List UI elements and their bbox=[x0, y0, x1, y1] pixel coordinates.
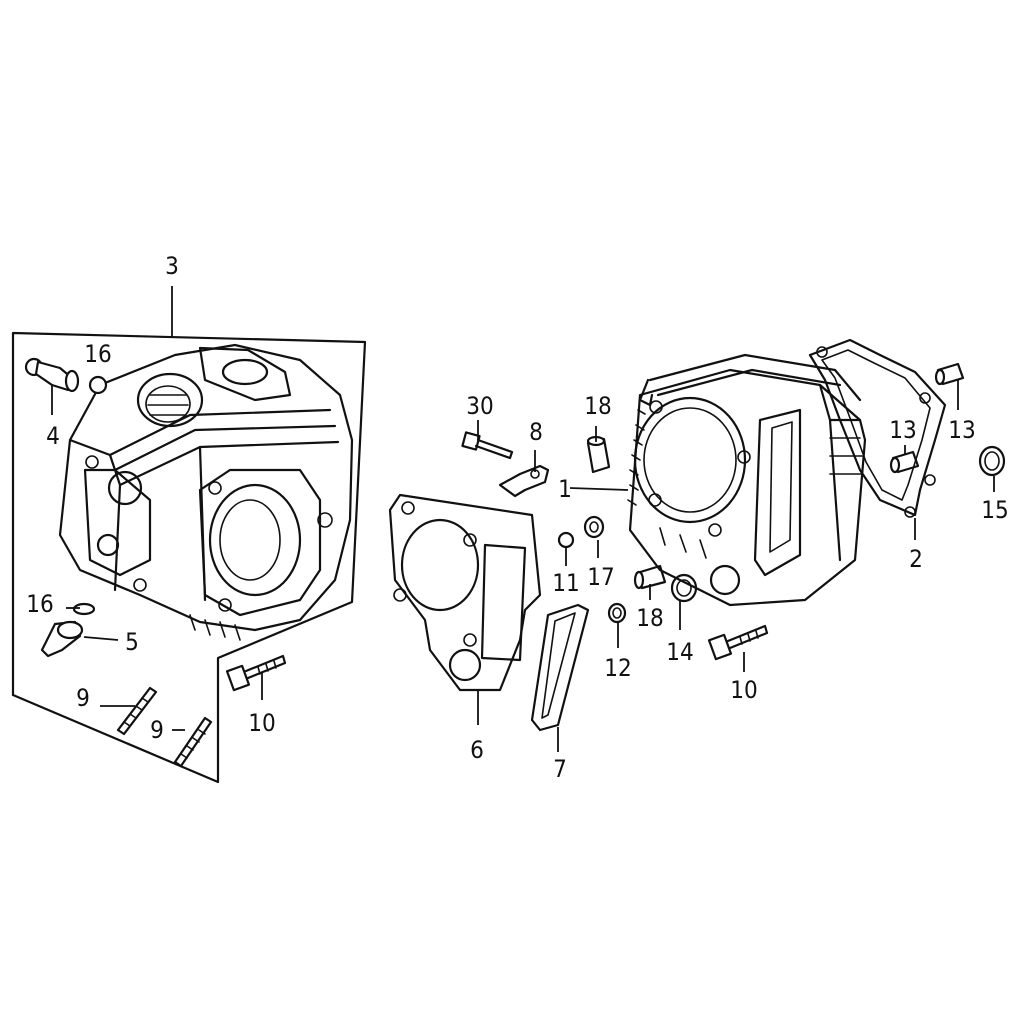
callout-30: 30 bbox=[466, 392, 493, 420]
callout-1: 1 bbox=[558, 475, 572, 503]
callout-18-lower: 18 bbox=[636, 604, 663, 632]
leader-lines bbox=[51, 286, 995, 752]
callout-14: 14 bbox=[666, 638, 693, 666]
cylinder-block bbox=[627, 353, 867, 607]
part-9-studs bbox=[116, 686, 213, 768]
head-assembly-frame bbox=[11, 331, 367, 784]
callout-8: 8 bbox=[529, 418, 543, 446]
callout-18-upper: 18 bbox=[584, 392, 611, 420]
part-5-fitting bbox=[40, 602, 96, 658]
part-4-fitting bbox=[24, 357, 108, 395]
part-30-bolt bbox=[461, 431, 514, 460]
callout-labels: 3 16 4 16 5 9 9 10 30 8 18 1 11 17 18 12… bbox=[26, 252, 1008, 783]
callout-11: 11 bbox=[552, 569, 579, 597]
callout-12: 12 bbox=[604, 654, 631, 682]
part-2-base-gasket bbox=[808, 338, 947, 518]
callout-17: 17 bbox=[587, 563, 614, 591]
callout-2: 2 bbox=[909, 545, 923, 573]
part-10-bolts bbox=[225, 624, 769, 692]
callout-13-right: 13 bbox=[948, 416, 975, 444]
part-7-gasket bbox=[530, 603, 590, 732]
part-13-dowels bbox=[889, 362, 965, 474]
callout-10-right: 10 bbox=[730, 676, 757, 704]
callout-7: 7 bbox=[553, 755, 567, 783]
callout-16-lower: 16 bbox=[26, 590, 53, 618]
part-6-head-gasket bbox=[388, 493, 542, 692]
callout-4: 4 bbox=[46, 422, 60, 450]
small-parts bbox=[557, 445, 1006, 624]
callout-16-upper: 16 bbox=[84, 340, 111, 368]
callout-13-left: 13 bbox=[889, 416, 916, 444]
callout-15: 15 bbox=[981, 496, 1008, 524]
part-8-clip bbox=[498, 464, 550, 498]
callout-9-left: 9 bbox=[76, 684, 90, 712]
callout-10-left: 10 bbox=[248, 709, 275, 737]
callout-3: 3 bbox=[165, 252, 179, 280]
callout-5: 5 bbox=[125, 628, 139, 656]
callout-6: 6 bbox=[470, 736, 484, 764]
callout-9-right: 9 bbox=[150, 716, 164, 744]
cylinder-head bbox=[58, 343, 354, 641]
